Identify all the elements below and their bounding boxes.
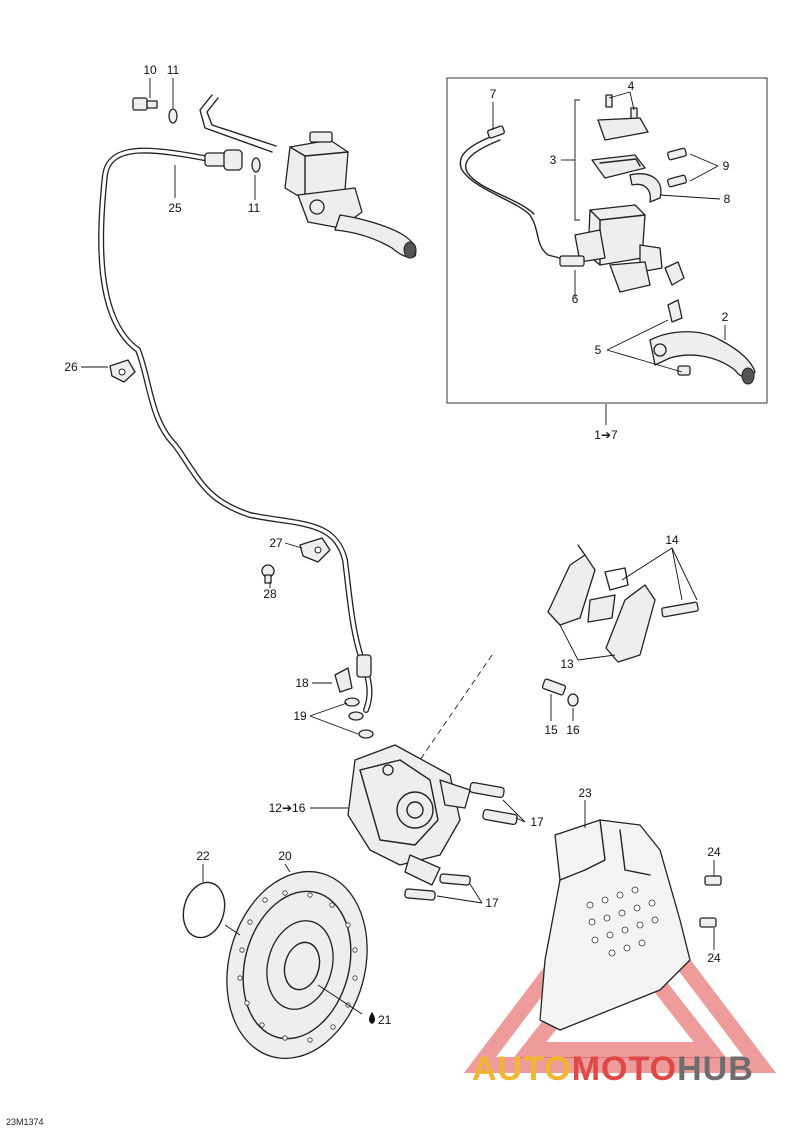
callout-21: 21 xyxy=(378,1013,392,1027)
assembly-line xyxy=(419,654,493,761)
callout-7: 7 xyxy=(490,87,497,101)
callout-2: 2 xyxy=(722,310,729,324)
callout-20: 20 xyxy=(278,849,292,863)
watermark-hub: HUB xyxy=(677,1050,754,1088)
callout-4: 4 xyxy=(628,79,635,93)
brake-hose-25 xyxy=(98,147,373,713)
callout-16: 16 xyxy=(566,723,580,737)
disc-guard-23 xyxy=(539,819,722,1031)
callout-27: 27 xyxy=(269,536,283,550)
callout-9: 9 xyxy=(723,159,730,173)
callout-18: 18 xyxy=(295,676,309,690)
watermark-text: AUTOMOTOHUB xyxy=(472,1050,754,1088)
master-cylinder-upper xyxy=(132,94,417,259)
callout-5: 5 xyxy=(595,343,602,357)
callout-23: 23 xyxy=(578,786,592,800)
callout-25: 25 xyxy=(168,201,182,215)
brake-disc-20 xyxy=(226,870,368,1060)
hose-clip-27 xyxy=(261,537,331,584)
diagram-code: 23M1374 xyxy=(6,1117,44,1127)
callout-11-top: 11 xyxy=(167,63,180,77)
callout-24-upper: 24 xyxy=(707,845,721,859)
watermark-auto: AUTO xyxy=(472,1050,572,1088)
callout-1-to-7: 1➔7 xyxy=(594,428,618,442)
callout-3: 3 xyxy=(550,153,557,167)
callout-15: 15 xyxy=(544,723,558,737)
callout-17-upper: 17 xyxy=(530,815,544,829)
callout-8: 8 xyxy=(724,192,731,206)
callout-11-lower: 11 xyxy=(248,201,261,215)
inset-master-cylinder-kit xyxy=(446,77,768,404)
hose-clip-26 xyxy=(109,359,136,383)
callout-6: 6 xyxy=(572,292,579,306)
callout-13: 13 xyxy=(560,657,574,671)
leader-lines xyxy=(81,78,726,1015)
callout-19: 19 xyxy=(293,709,307,723)
callout-24-lower: 24 xyxy=(707,951,721,965)
brake-caliper xyxy=(347,744,518,901)
callout-26: 26 xyxy=(64,360,78,374)
brake-pads-13 xyxy=(547,544,699,663)
callout-labels: 10 11 11 25 26 7 4 3 9 8 6 5 2 1➔7 27 28… xyxy=(64,63,730,1027)
oil-drop-icon xyxy=(369,1012,375,1024)
callout-17-lower: 17 xyxy=(485,896,499,910)
callout-12-to-16: 12➔16 xyxy=(269,801,306,815)
callout-22: 22 xyxy=(196,849,210,863)
o-ring-22 xyxy=(182,881,226,939)
callout-10: 10 xyxy=(143,63,157,77)
callout-14: 14 xyxy=(665,533,679,547)
caliper-bleeder-parts xyxy=(334,667,579,739)
callout-28: 28 xyxy=(263,587,277,601)
watermark-moto: MOTO xyxy=(572,1050,677,1088)
